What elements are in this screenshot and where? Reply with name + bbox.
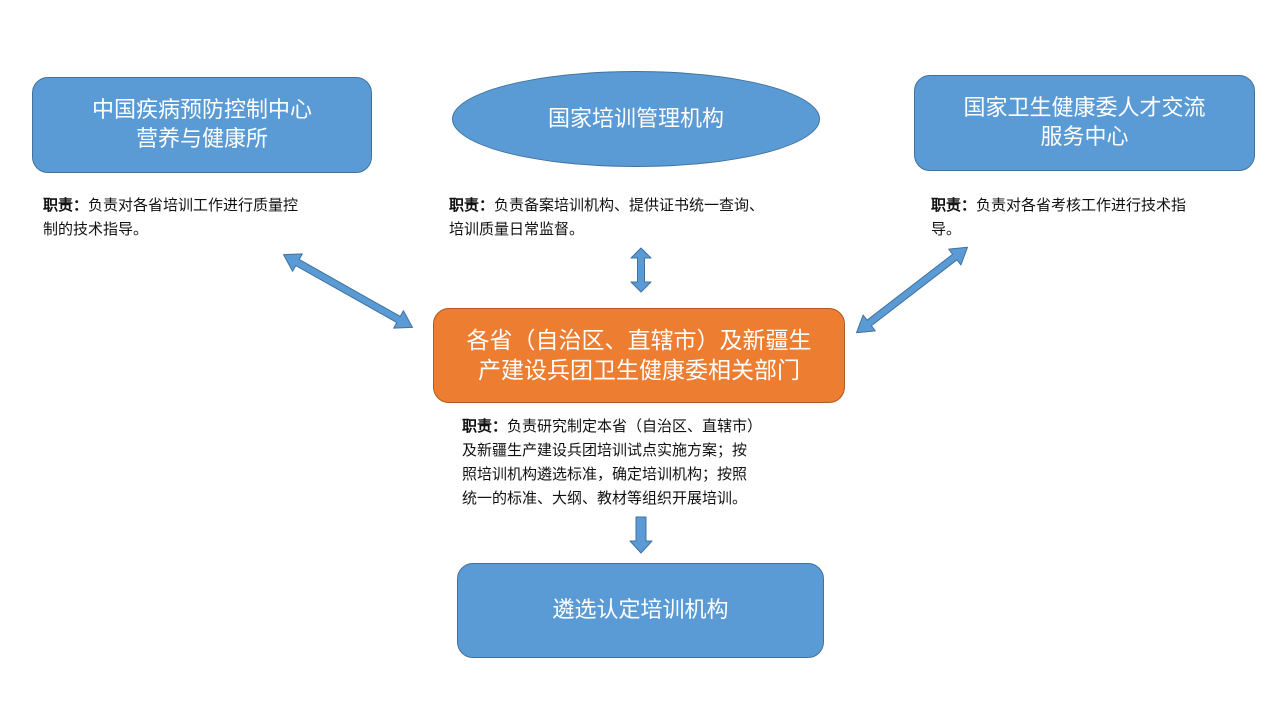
node-national-training-management: 国家培训管理机构 <box>452 71 820 167</box>
duty-text: 制的技术指导。 <box>43 220 149 238</box>
duty-label: 职责： <box>462 417 508 435</box>
duty-nhc-talent: 职责：负责对各省考核工作进行技术指 导。 <box>931 193 1186 241</box>
node-nhc-talent-exchange-center: 国家卫生健康委人才交流 服务中心 <box>914 75 1255 171</box>
node-cdc-nutrition-institute: 中国疾病预防控制中心 营养与健康所 <box>32 77 372 173</box>
duty-text: 负责对各省考核工作进行技术指 <box>976 196 1187 214</box>
duty-label: 职责： <box>449 196 495 214</box>
duty-provinces: 职责：负责研究制定本省（自治区、直辖市） 及新疆生产建设兵团培训试点实施方案；按… <box>462 414 762 510</box>
arrow-nhc-provinces <box>856 246 968 334</box>
node-label: 国家卫生健康委人才交流 <box>963 96 1206 121</box>
duty-label: 职责： <box>931 196 977 214</box>
duty-text: 负责备案培训机构、提供证书统一查询、 <box>494 196 765 214</box>
node-label: 营养与健康所 <box>135 127 268 152</box>
node-label: 遴选认定培训机构 <box>552 598 729 623</box>
duty-text: 负责研究制定本省（自治区、直辖市） <box>507 417 763 435</box>
duty-text: 培训质量日常监督。 <box>449 220 585 238</box>
duty-text: 负责对各省培训工作进行质量控 <box>88 196 299 214</box>
node-label: 国家培训管理机构 <box>547 106 724 132</box>
node-label: 中国疾病预防控制中心 <box>91 98 312 123</box>
node-provincial-health-departments: 各省（自治区、直辖市）及新疆生 产建设兵团卫生健康委相关部门 <box>433 308 845 403</box>
node-label: 产建设兵团卫生健康委相关部门 <box>478 357 800 384</box>
arrow-training-provinces <box>630 247 652 293</box>
arrow-cdc-provinces <box>283 253 413 329</box>
duty-label: 职责： <box>43 196 89 214</box>
duty-text: 照培训机构遴选标准，确定培训机构；按照 <box>462 465 748 483</box>
duty-text: 统一的标准、大纲、教材等组织开展培训。 <box>462 489 748 507</box>
duty-cdc: 职责：负责对各省培训工作进行质量控 制的技术指导。 <box>43 193 298 241</box>
arrow-provinces-select <box>629 516 653 554</box>
node-label: 服务中心 <box>1040 125 1129 150</box>
duty-text: 及新疆生产建设兵团培训试点实施方案；按 <box>462 441 748 459</box>
node-label: 各省（自治区、直辖市）及新疆生 <box>466 327 812 354</box>
duty-text: 导。 <box>931 220 962 238</box>
node-select-training-institutions: 遴选认定培训机构 <box>457 563 824 658</box>
duty-national-training: 职责：负责备案培训机构、提供证书统一查询、 培训质量日常监督。 <box>449 193 764 241</box>
